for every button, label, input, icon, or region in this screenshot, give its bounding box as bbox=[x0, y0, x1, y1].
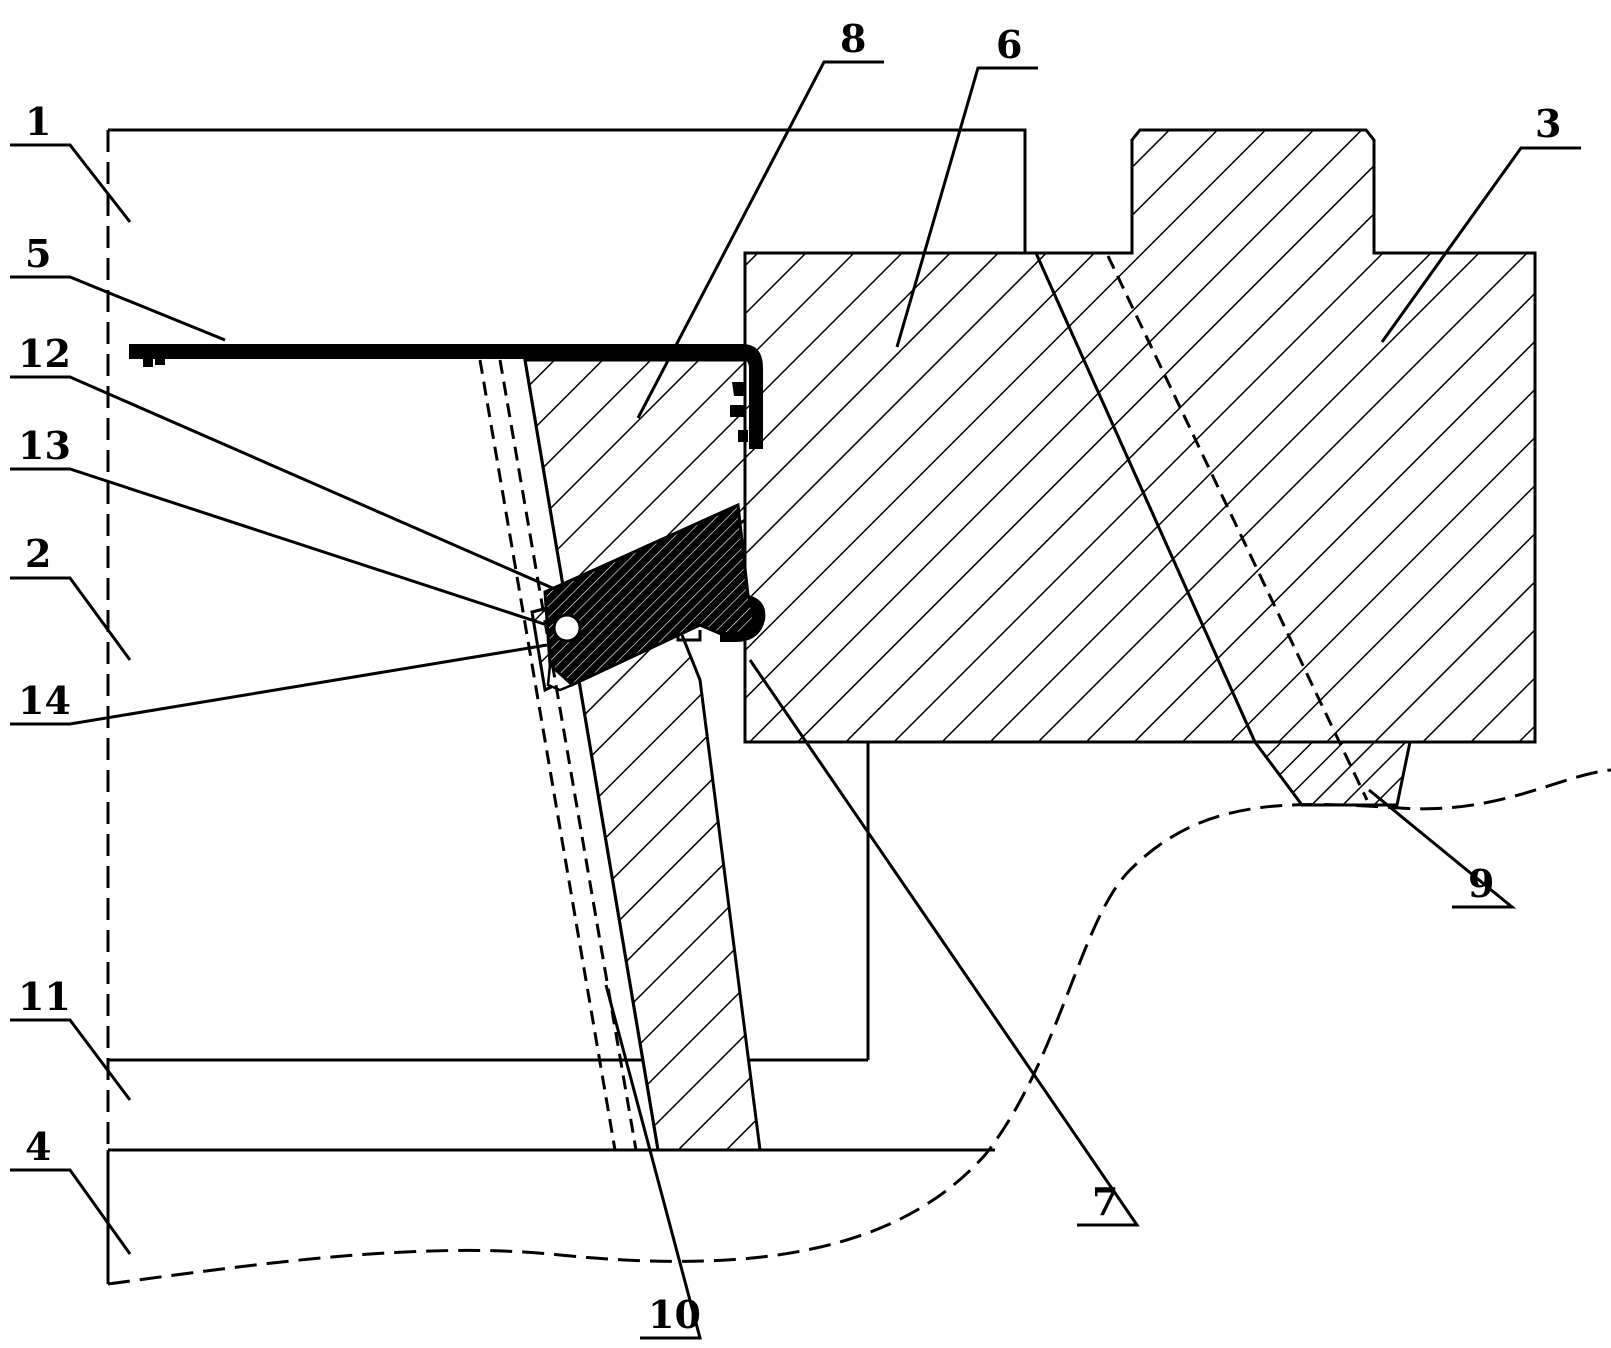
part-7-seal-lower bbox=[720, 595, 766, 642]
part-8-member bbox=[523, 358, 762, 1152]
body-outline bbox=[106, 128, 1027, 1284]
part-8-edge bbox=[523, 359, 660, 1151]
leader-lines bbox=[10, 60, 1581, 1340]
callout-2: 2 bbox=[25, 531, 51, 576]
part-14-ball bbox=[552, 613, 582, 643]
part-10-hidden-line-a bbox=[478, 359, 617, 1151]
callout-1: 1 bbox=[25, 99, 51, 144]
callout-8: 8 bbox=[840, 16, 866, 61]
part-5-tab bbox=[143, 357, 153, 367]
part-4-boundary bbox=[107, 768, 1611, 1286]
part-5-plate bbox=[129, 344, 763, 449]
callout-7: 7 bbox=[1092, 1179, 1118, 1224]
callout-12: 12 bbox=[18, 331, 71, 376]
callout-4: 4 bbox=[25, 1124, 51, 1169]
callout-3: 3 bbox=[1535, 101, 1561, 146]
slot-outline bbox=[676, 630, 702, 642]
callout-11: 11 bbox=[18, 974, 71, 1019]
callout-6: 6 bbox=[996, 22, 1022, 67]
callout-labels: 1 2 3 4 5 6 7 8 9 10 11 12 13 14 bbox=[18, 16, 1561, 1337]
callout-10: 10 bbox=[648, 1292, 701, 1337]
callout-5: 5 bbox=[25, 231, 51, 276]
callout-9: 9 bbox=[1468, 861, 1494, 906]
callout-14: 14 bbox=[18, 678, 71, 723]
part-5-tab-2 bbox=[155, 357, 165, 365]
part-7-seal-upper bbox=[730, 382, 748, 442]
callout-13: 13 bbox=[18, 423, 71, 468]
part-9-wedge bbox=[1252, 740, 1412, 807]
part-9-hidden-line bbox=[1106, 255, 1369, 801]
